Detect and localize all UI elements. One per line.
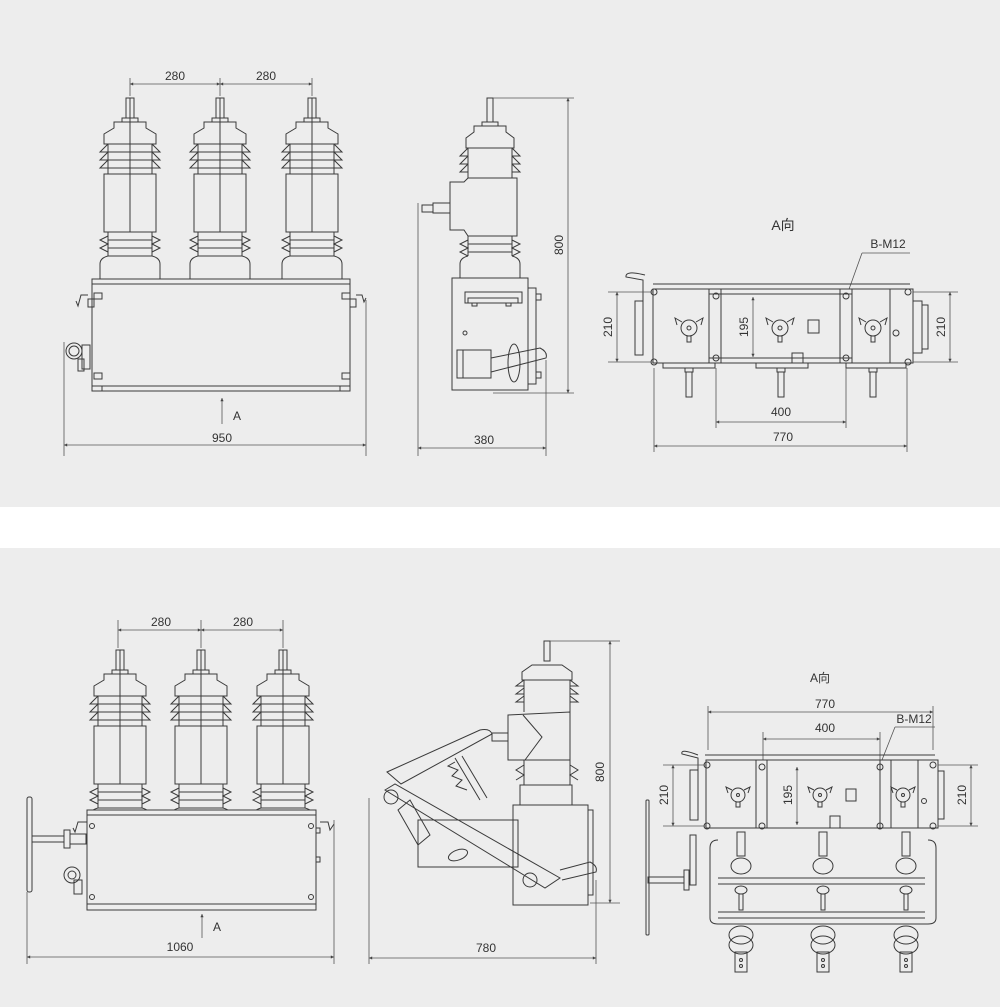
pitch-left-label: 280 [165,69,185,83]
hole-span-label: 400 [771,405,791,419]
depth-label: 380 [474,433,494,447]
bolt-label: B-M12 [896,712,932,726]
bottom-drawing-panel: 280 280 A 1060 [0,548,1000,1007]
pitch-right-label: 280 [233,615,253,629]
side-view-top: 800 380 [417,97,574,456]
height-label: 800 [552,235,566,255]
a-view-bottom: A向 770 400 B-M12 [645,670,978,973]
a-view-title: A向 [810,670,830,685]
pitch-right-label: 280 [256,69,276,83]
top-drawing-svg: 280 280 A 950 [63,69,958,456]
a-view-top: A向 B-M12 [601,217,958,452]
view-arrow-label: A [213,920,221,934]
width-label: 950 [212,431,232,445]
bottom-drawing-svg: 280 280 A 1060 [26,615,978,973]
pitch-left-label: 280 [151,615,171,629]
overall-label: 770 [815,697,835,711]
front-view-bottom: 280 280 A 1060 [26,615,335,964]
overall-label: 770 [773,430,793,444]
height-inner-label: 195 [781,785,795,805]
top-drawing-panel: 280 280 A 950 [0,0,1000,507]
front-view-top: 280 280 A 950 [63,69,367,456]
height-left-label: 210 [657,785,671,805]
depth-label: 780 [476,941,496,955]
height-left-label: 210 [601,317,615,337]
height-inner-label: 195 [737,317,751,337]
hole-span-label: 400 [815,721,835,735]
height-label: 800 [593,762,607,782]
view-arrow-label: A [233,409,241,423]
a-view-title: A向 [771,217,794,233]
height-right-label: 210 [934,317,948,337]
width-label: 1060 [167,940,194,954]
bolt-label: B-M12 [870,237,906,251]
height-right-label: 210 [955,785,969,805]
side-view-bottom: 800 780 [368,640,620,964]
